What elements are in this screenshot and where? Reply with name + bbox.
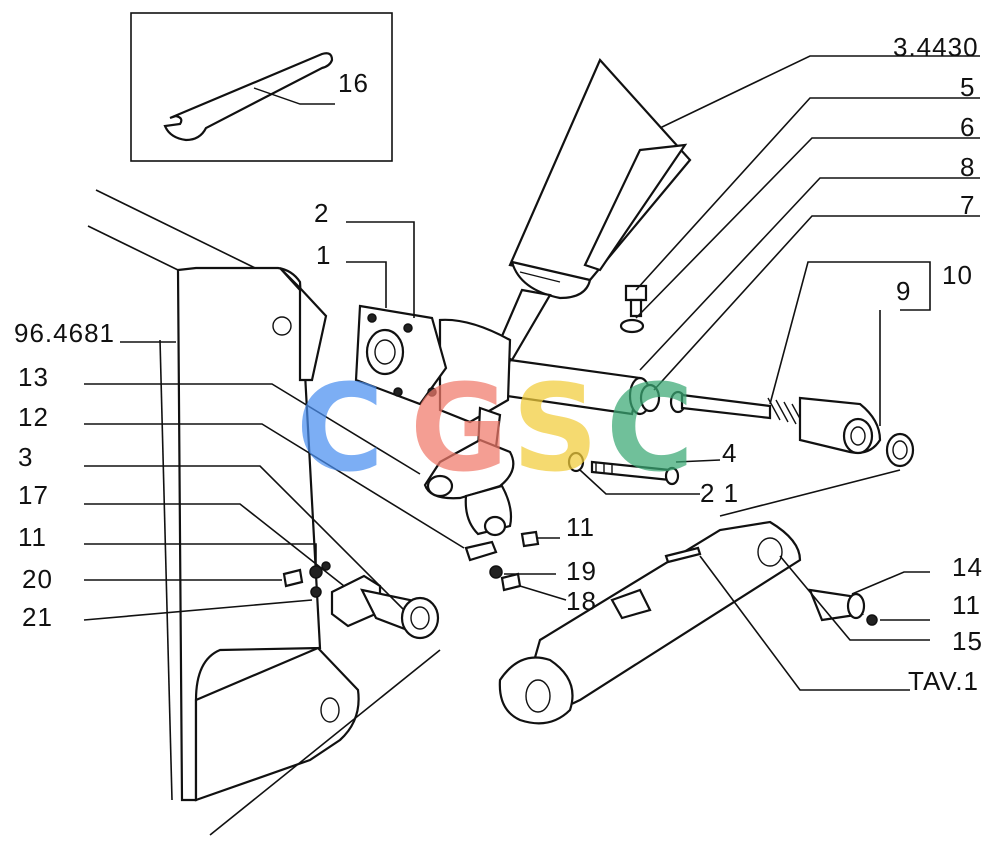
callout-19: 19 <box>566 556 597 586</box>
ref-label-96-4681: 96.4681 <box>14 318 115 348</box>
lower-bracket-parts <box>282 438 540 640</box>
callout-21-right: 2 1 <box>700 478 739 508</box>
callout-2: 2 <box>314 198 329 228</box>
callout-10: 10 <box>942 260 973 290</box>
callout-11-right: 11 <box>952 590 981 620</box>
callout-labels: 3.4430 5 6 8 7 10 9 4 2 1 2 1 96.4681 13… <box>14 32 983 696</box>
callout-14: 14 <box>952 552 983 582</box>
callout-17: 17 <box>18 480 49 510</box>
upper-link <box>354 304 652 457</box>
callout-11-left: 11 <box>18 522 47 552</box>
callout-11-center: 11 <box>566 512 595 542</box>
watermark-letter-3: S <box>512 360 598 499</box>
callout-20: 20 <box>22 564 53 594</box>
frame-plate <box>87 189 441 836</box>
watermark-letter-1: C <box>296 360 384 499</box>
callout-5: 5 <box>960 72 975 102</box>
callout-3: 3 <box>18 442 33 472</box>
callout-1: 1 <box>316 240 331 270</box>
ref-label-3-4430: 3.4430 <box>893 32 979 62</box>
callout-9: 9 <box>896 276 911 306</box>
callout-7: 7 <box>960 190 975 220</box>
hydraulic-cylinder <box>494 57 692 362</box>
callout-13: 13 <box>18 362 49 392</box>
callout-12: 12 <box>18 402 49 432</box>
leader-lines <box>83 55 980 691</box>
watermark-letter-2: G <box>410 360 509 499</box>
callout-15: 15 <box>952 626 983 656</box>
screw-4 <box>567 451 680 486</box>
callout-18: 18 <box>566 586 597 616</box>
lower-arm <box>498 469 901 725</box>
bolt-and-washer <box>619 284 648 334</box>
callout-8: 8 <box>960 152 975 182</box>
threaded-rod <box>639 383 915 468</box>
callout-4: 4 <box>722 438 737 468</box>
callout-16: 16 <box>338 68 369 98</box>
watermark-letter-4: C <box>606 360 694 499</box>
ref-label-tav-1: TAV.1 <box>908 666 979 696</box>
callout-6: 6 <box>960 112 975 142</box>
wrench-inset <box>130 12 393 162</box>
callout-21-left: 21 <box>22 602 53 632</box>
watermark: C G S C <box>296 360 694 499</box>
